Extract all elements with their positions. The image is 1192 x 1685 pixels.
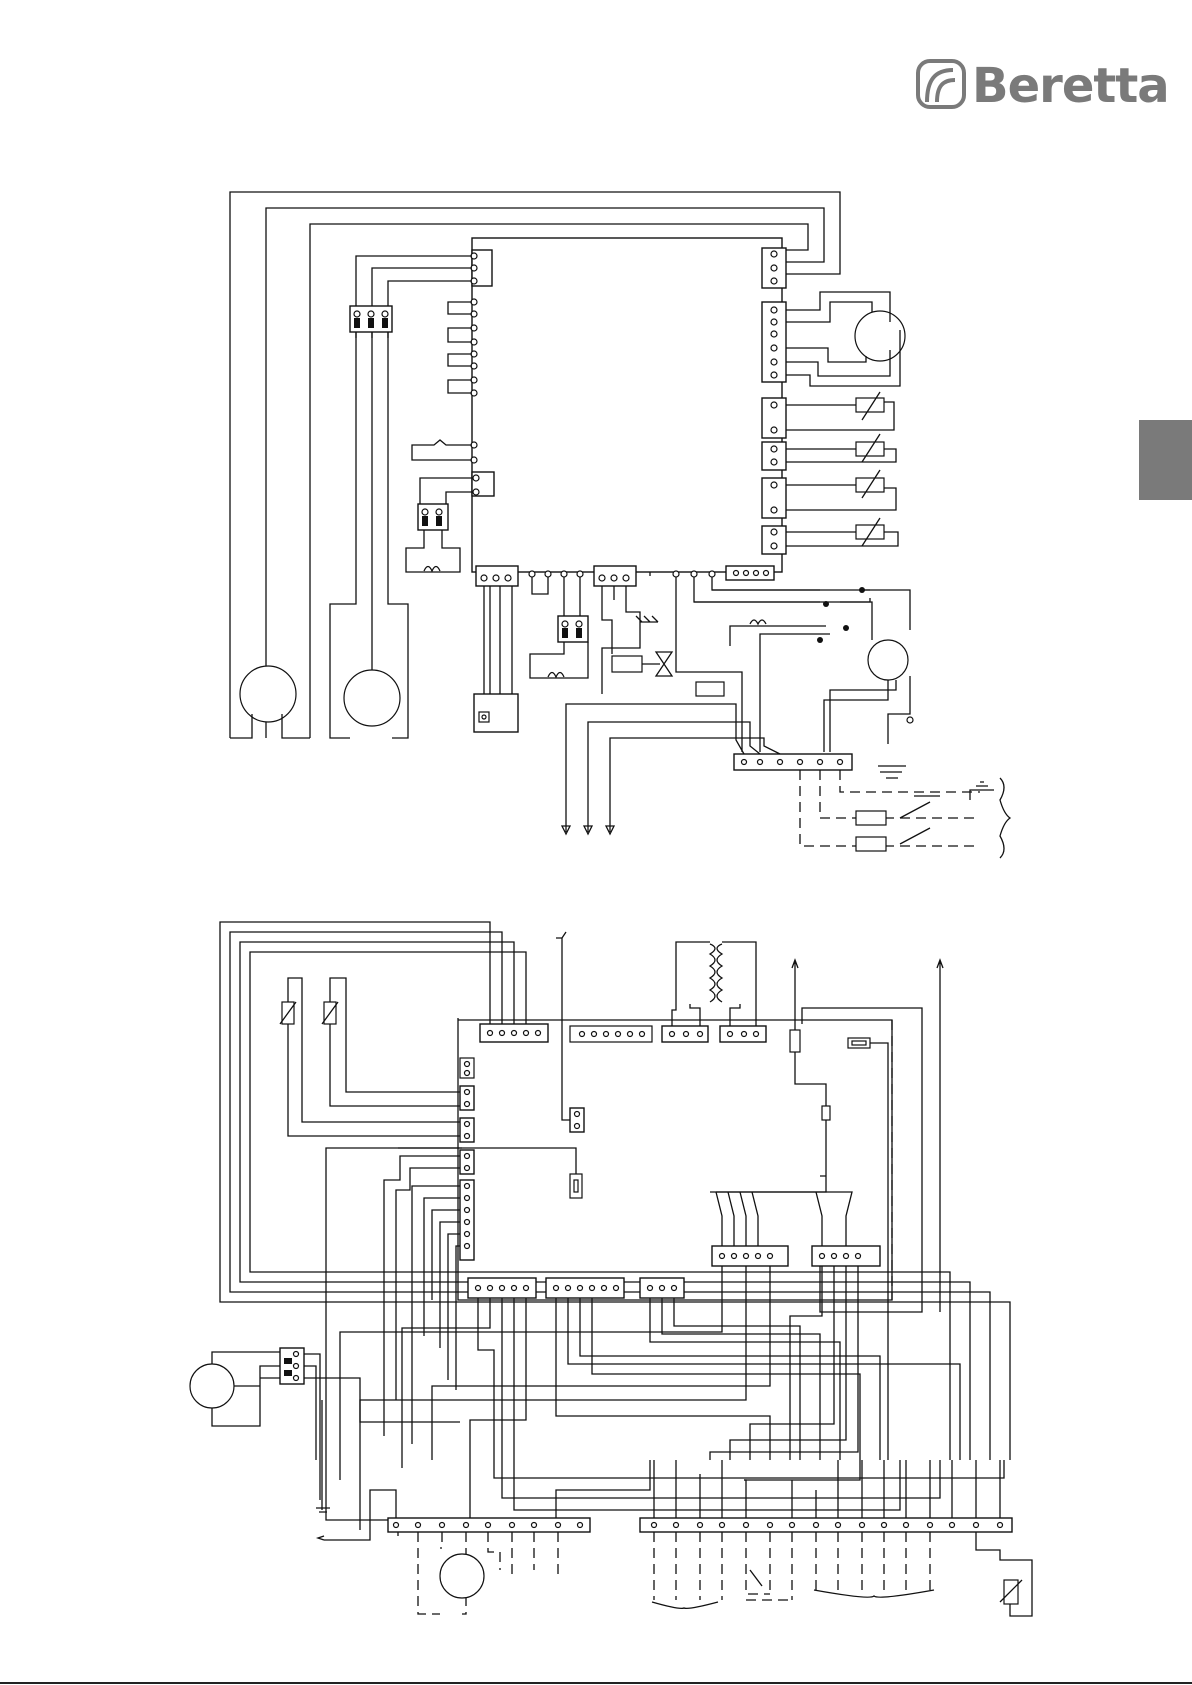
main-control-board: [472, 238, 782, 572]
earth-symbol-lower: [316, 1400, 330, 1512]
board-fuse-1: [790, 1030, 800, 1052]
field-pump-motor: [440, 1554, 484, 1598]
lower-wiring-diagram: [0, 880, 1192, 1640]
board-top-connector-1: [480, 1024, 548, 1042]
field-brace-2: [814, 1590, 934, 1597]
motor-left-1: [240, 666, 296, 722]
field-brace-1: [652, 1602, 718, 1608]
relay-block-center: [558, 616, 588, 642]
relay-connector-1: [712, 1246, 788, 1266]
connector-block-left-1: [471, 250, 492, 286]
earth-symbol-1: [636, 616, 658, 622]
terminal-strip-lower-right: [640, 1518, 1012, 1532]
board-connector-bottom-2: [594, 566, 636, 586]
board-top-connector-4: [720, 1026, 766, 1042]
coil-symbol: [424, 567, 440, 572]
field-brace: [1000, 778, 1010, 858]
terminal-strip-lower-left: [388, 1518, 590, 1532]
relay-block-left: [350, 306, 392, 332]
safety-thermostat-symbol: [412, 440, 477, 463]
earth-symbol-2: [878, 676, 910, 778]
upper-wiring-diagram: [0, 0, 1192, 860]
fan-motor: [868, 640, 908, 680]
page-footer-rule: [0, 1682, 1192, 1684]
board-top-connector-3: [662, 1026, 708, 1042]
connector-block-right-2: [762, 302, 786, 382]
relay-block-lower-left: [280, 1348, 304, 1384]
board-bottom-connector-1: [468, 1278, 536, 1298]
board-left-connectors: [460, 1058, 474, 1260]
board-bottom-connector-2: [546, 1278, 624, 1298]
fuse-upper: [696, 682, 724, 696]
transformer-secondary-icon: [717, 944, 722, 1002]
relay-connector-2: [812, 1246, 880, 1266]
connector-block-right-1: [762, 248, 786, 288]
output-arrow-lower: [318, 1490, 396, 1540]
board-connector-bottom-1: [476, 566, 518, 586]
earth-symbol-3: [970, 782, 994, 800]
field-fuse-1: [856, 811, 886, 825]
field-fuse-2: [856, 837, 886, 851]
sensor-connector-1: [762, 392, 894, 438]
board-connector-bottom-3: [726, 566, 774, 580]
board-mid-connector: [570, 1108, 584, 1132]
motor-left-2: [344, 670, 400, 726]
field-ntc-sensor: [1004, 1580, 1018, 1604]
transformer-primary-icon: [710, 944, 715, 1002]
gas-valve-coil: [612, 656, 642, 672]
terminal-strip-upper: [734, 754, 852, 770]
motor-right-upper: [855, 311, 905, 361]
board-fuse-2: [822, 1106, 830, 1120]
pump-motor-lower-left: [190, 1364, 234, 1408]
board-bottom-connector-3: [640, 1278, 684, 1298]
relay-block-left-2: [418, 504, 448, 530]
